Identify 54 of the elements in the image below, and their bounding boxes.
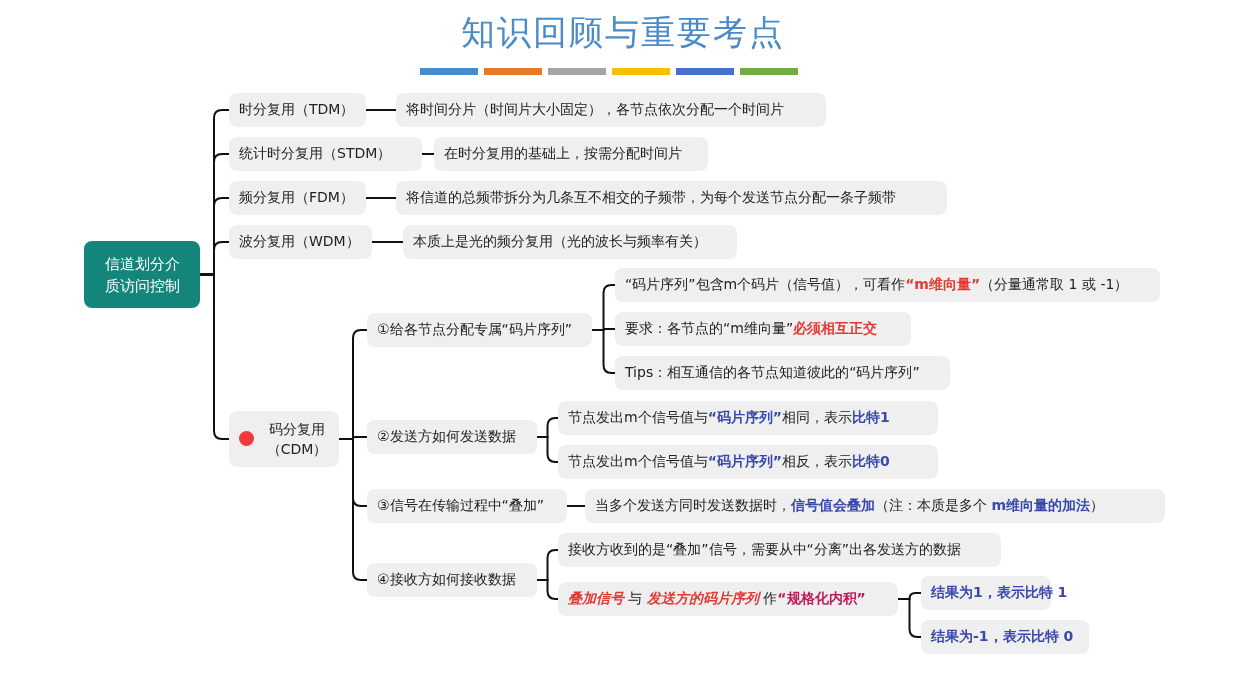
topic-text: 要求：各节点的“m维向量”必须相互正交 — [625, 320, 878, 338]
topic-box — [229, 411, 339, 467]
topic-box — [558, 445, 938, 479]
topic-text: 码分复用（CDM） — [265, 420, 329, 459]
topic-text: 当多个发送方同时发送数据时，信号值会叠加（注：本质是多个 m维向量的加法） — [595, 497, 1105, 515]
topic-text: ①给各节点分配专属“码片序列” — [377, 321, 573, 339]
topic-box — [921, 620, 1089, 654]
root-label: 信道划分介质访问控制 — [103, 253, 181, 297]
topic-box — [396, 93, 826, 127]
topic-box — [558, 582, 898, 616]
root-box — [84, 241, 200, 308]
topic-box — [615, 268, 1160, 302]
topic-box — [367, 489, 567, 523]
topic-text: 结果为1，表示比特 1 — [931, 584, 1068, 602]
topic-box — [558, 533, 1001, 567]
topic-box — [367, 563, 537, 597]
topic-box — [229, 181, 366, 215]
topic-text: 节点发出m个信号值与“码片序列”相反，表示比特0 — [568, 453, 890, 471]
topic-box — [367, 313, 592, 347]
topic-text: 波分复用（WDM） — [239, 233, 360, 251]
topic-text: ③信号在传输过程中“叠加” — [377, 497, 545, 515]
connector — [365, 109, 397, 111]
topic-box — [229, 137, 422, 171]
topic-box — [615, 312, 911, 346]
connector — [421, 153, 435, 155]
topic-box — [585, 489, 1165, 523]
topic-text: 接收方收到的是“叠加”信号，需要从中“分离”出各发送方的数据 — [568, 541, 961, 559]
topic-text: “码片序列”包含m个码片（信号值），可看作“m维向量”（分量通常取 1 或 -1） — [625, 276, 1129, 294]
topic-text: 将时间分片（时间片大小固定），各节点依次分配一个时间片 — [406, 101, 784, 119]
topic-text: 频分复用（FDM） — [239, 189, 354, 207]
topic-box — [229, 93, 366, 127]
topic-text: 叠加信号 与 发送方的码片序列 作“规格化内积” — [568, 590, 866, 608]
topic-text: 将信道的总频带拆分为几条互不相交的子频带，为每个发送节点分配一条子频带 — [406, 189, 896, 207]
connector — [591, 329, 616, 374]
topic-text: 统计时分复用（STDM） — [239, 145, 392, 163]
connector — [365, 197, 397, 199]
connector — [566, 505, 586, 507]
connector — [371, 241, 404, 243]
topic-text: 本质上是光的频分复用（光的波长与频率有关） — [413, 233, 707, 251]
topic-text: 结果为-1，表示比特 0 — [931, 628, 1074, 646]
topic-text: ④接收方如何接收数据 — [377, 571, 516, 589]
topic-box — [367, 420, 537, 454]
topic-text: 节点发出m个信号值与“码片序列”相同，表示比特1 — [568, 409, 890, 427]
title: 知识回顾与重要考点 — [460, 11, 786, 54]
topic-box — [434, 137, 708, 171]
topic-box — [403, 225, 737, 259]
topic-box — [558, 401, 938, 435]
topic-box — [615, 356, 950, 390]
topic-text: 在时分复用的基础上，按需分配时间片 — [444, 145, 682, 163]
topic-box — [396, 181, 947, 215]
topic-text: Tips：相互通信的各节点知道彼此的“码片序列” — [625, 364, 920, 382]
topic-box — [229, 225, 372, 259]
topic-text: 时分复用（TDM） — [239, 101, 355, 119]
topic-text: ②发送方如何发送数据 — [377, 428, 516, 446]
